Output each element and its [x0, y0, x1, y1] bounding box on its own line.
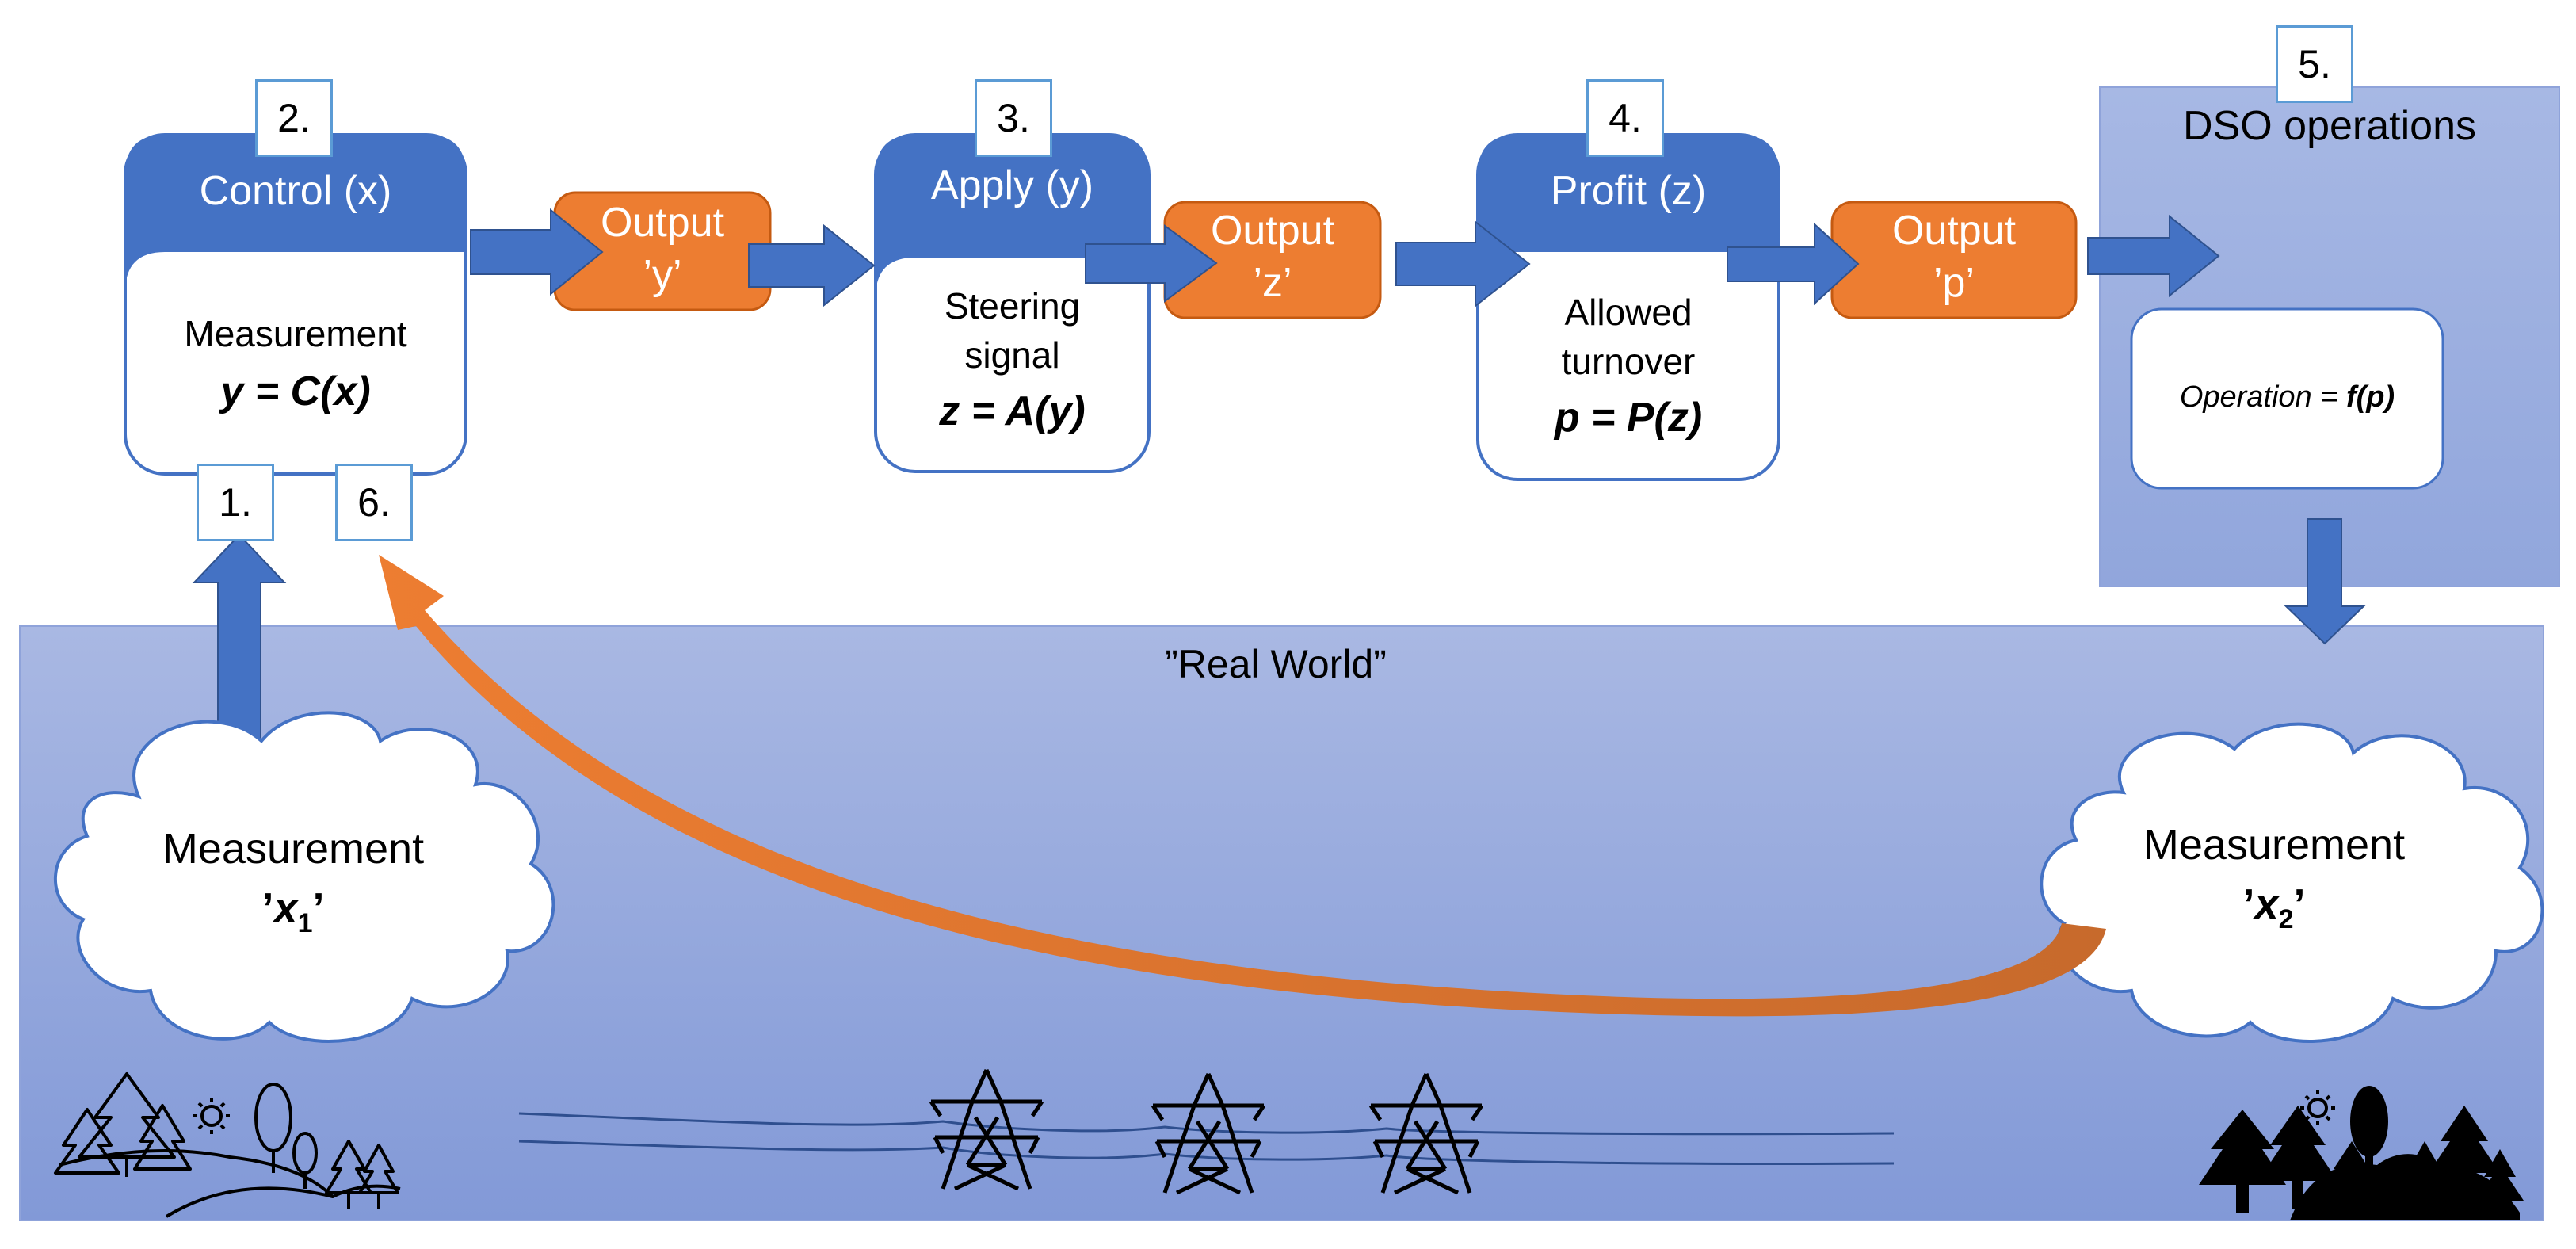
trees-outline-icon — [54, 1072, 401, 1218]
arrow-output-p-to-dso — [2087, 214, 2220, 298]
cloud-right-var: ’x2’ — [2242, 880, 2306, 934]
control-title: Control (x) — [199, 168, 392, 214]
output-y-line1: Output — [600, 200, 725, 246]
step-number-4: 4. — [1586, 79, 1664, 157]
step-number-1: 1. — [197, 464, 274, 541]
apply-formula: z = A(y) — [939, 388, 1086, 434]
step-number-2: 2. — [255, 79, 333, 157]
cloud-left-label: Measurement — [162, 825, 425, 873]
real-world-title: ”Real World” — [1165, 642, 1387, 686]
arrow-profit-to-output-p — [1727, 222, 1860, 306]
operation-box — [2130, 307, 2444, 490]
sun-icon — [193, 1098, 230, 1134]
profit-formula: p = P(z) — [1554, 395, 1703, 441]
output-z-line2: ’z’ — [1253, 260, 1292, 306]
output-p-line2: ’p’ — [1933, 260, 1975, 306]
cloud-right — [2040, 722, 2544, 1043]
apply-title: Apply (y) — [930, 162, 1094, 208]
trees-filled-icon — [2199, 1086, 2524, 1220]
arrow-control-to-output-y — [470, 208, 604, 296]
output-z-line1: Output — [1210, 208, 1335, 254]
step-number-3: 3. — [975, 79, 1052, 157]
arrow-output-z-to-profit — [1395, 220, 1531, 308]
operation-text: Operation = f(p) — [2131, 380, 2443, 415]
profit-title: Profit (z) — [1550, 168, 1707, 214]
apply-body-line1: Steering — [944, 285, 1081, 327]
arrow-apply-to-output-z — [1085, 224, 1218, 303]
profit-body-line1: Allowed — [1564, 292, 1693, 333]
profit-box — [1476, 133, 1780, 481]
control-formula: y = C(x) — [220, 369, 371, 414]
cloud-left-var: ’x1’ — [261, 884, 325, 938]
power-pylon-icon — [929, 1068, 1484, 1195]
apply-box — [874, 133, 1151, 473]
dso-title: DSO operations — [2183, 103, 2476, 149]
arrow-output-y-to-apply — [748, 223, 876, 307]
step-number-6: 6. — [335, 464, 413, 541]
arrow-dso-down — [2284, 518, 2366, 645]
step-number-5: 5. — [2276, 25, 2353, 103]
cloud-left — [54, 711, 555, 1043]
output-y-line2: ’y’ — [643, 252, 682, 298]
apply-body-line2: signal — [964, 334, 1060, 376]
profit-body-line2: turnover — [1561, 341, 1696, 382]
control-body: Measurement — [184, 313, 407, 354]
operation-label: Operation = — [2179, 380, 2346, 414]
cloud-right-label: Measurement — [2143, 821, 2406, 869]
operation-formula: f(p) — [2346, 380, 2395, 414]
output-p-line1: Output — [1891, 208, 2017, 254]
sun-icon — [2300, 1090, 2335, 1125]
